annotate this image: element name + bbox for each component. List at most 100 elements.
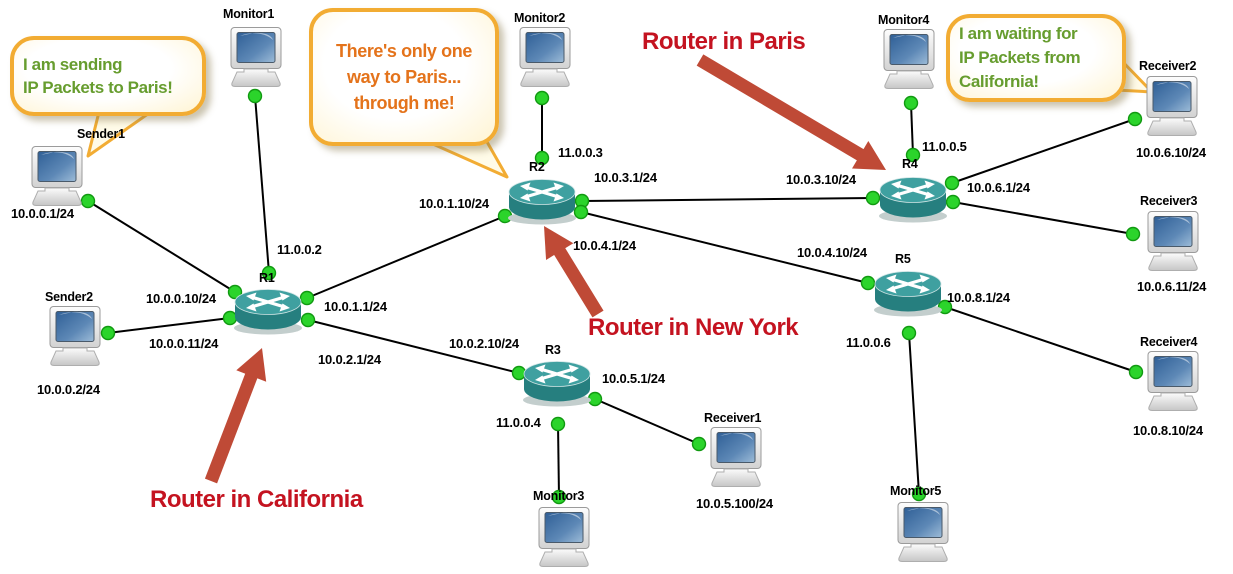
interface-dot [100,325,116,341]
annotation-arrowhead [544,226,574,260]
node-label: R2 [529,160,545,174]
node-ip-label: 10.0.8.10/24 [1133,423,1203,438]
annotation-arrow [551,243,604,318]
link-line [952,201,1134,235]
link-line [254,95,270,274]
interface-ip-label: 10.0.5.1/24 [602,371,665,386]
node-receiver1[interactable] [707,427,765,494]
node-label: Receiver1 [704,411,762,425]
link-line [581,197,874,202]
speech-bubble-text: There's only one [336,41,472,61]
node-sender1[interactable] [28,146,86,213]
interface-ip-label: 10.0.0.10/24 [146,291,216,306]
node-receiver3[interactable] [1144,211,1202,278]
node-label: Sender2 [45,290,93,304]
interface-dot [860,275,876,291]
interface-ip-label: 10.0.1.1/24 [324,299,387,314]
node-label: R5 [895,252,911,266]
interface-ip-label: 10.0.1.10/24 [419,196,489,211]
interface-ip-label: 11.0.0.4 [496,415,541,430]
router-icon [506,177,578,225]
node-label: R3 [545,343,561,357]
node-label: Receiver2 [1139,59,1197,73]
interface-ip-label: 10.0.4.1/24 [573,238,636,253]
annotation-arrow [696,54,868,163]
computer-icon [28,146,86,208]
node-r2[interactable] [506,177,578,230]
node-label: R4 [902,157,918,171]
interface-dot [80,193,96,209]
node-ip-label: 10.0.6.11/24 [1137,279,1207,294]
interface-ip-label: 11.0.0.6 [846,335,891,350]
interface-dot [573,204,589,220]
interface-dot [944,175,960,191]
node-label: Monitor4 [878,13,930,27]
computer-icon [516,27,574,89]
node-label: Monitor2 [514,11,566,25]
node-receiver2[interactable] [1143,76,1201,143]
interface-dot [261,265,277,281]
interface-ip-label: 10.0.4.10/24 [797,245,867,260]
computer-icon [1144,351,1202,413]
interface-ip-label: 10.0.0.11/24 [149,336,219,351]
interface-dot [534,150,550,166]
interface-dot [1128,364,1144,380]
sender-speech: I am sending IP Packets to Paris! [10,36,206,116]
node-monitor4[interactable] [880,29,938,96]
node-monitor3[interactable] [535,507,593,574]
speech-bubble-text: IP Packets from [959,48,1081,67]
interface-ip-label: 10.0.2.10/24 [449,336,519,351]
node-sender2[interactable] [46,306,104,373]
link-line [306,215,506,299]
link-line [908,332,920,495]
node-r4[interactable] [877,175,949,228]
interface-ip-label: 11.0.0.5 [922,139,967,154]
node-label: Receiver3 [1140,194,1198,208]
node-label: Sender1 [77,127,125,141]
interface-dot [903,95,919,111]
interface-dot [1127,111,1143,127]
node-r5[interactable] [872,269,944,322]
interface-dot [911,486,927,502]
speech-bubble-text: through me! [353,93,455,113]
router-icon [877,175,949,223]
node-label: R1 [259,271,275,285]
speech-bubble-text: IP Packets to Paris! [23,78,173,97]
interface-dot [691,436,707,452]
computer-icon [227,27,285,89]
node-monitor1[interactable] [227,27,285,94]
node-receiver4[interactable] [1144,351,1202,418]
node-monitor2[interactable] [516,27,574,94]
speech-bubble-text: I am waiting for [959,24,1078,43]
node-ip-label: 10.0.5.100/24 [696,496,773,511]
node-label: Monitor5 [890,484,942,498]
router-in-new-york-label: Router in New York [588,314,799,341]
speech-bubble-text: way to Paris... [346,67,462,87]
interface-dot [901,325,917,341]
interface-ip-label: 10.0.6.1/24 [967,180,1030,195]
interface-ip-label: 10.0.2.1/24 [318,352,381,367]
computer-icon [1144,211,1202,273]
computer-icon [880,29,938,91]
node-monitor5[interactable] [894,502,952,569]
link-line [951,118,1136,184]
annotation-arrowhead [852,140,886,170]
link-line [594,398,700,445]
node-r3[interactable] [521,359,593,412]
interface-ip-label: 10.0.8.1/24 [947,290,1010,305]
router-icon [232,287,304,335]
node-ip-label: 10.0.0.1/24 [11,206,74,221]
node-ip-label: 10.0.6.10/24 [1136,145,1206,160]
annotation-arrowhead [236,348,267,382]
link-line [87,200,236,293]
computer-icon [46,306,104,368]
interface-dot [865,190,881,206]
node-r1[interactable] [232,287,304,340]
node-label: Monitor3 [533,489,585,503]
speech-bubble-text: I am sending [23,55,123,74]
interface-dot [551,489,567,505]
computer-icon [707,427,765,489]
interface-dot [247,88,263,104]
